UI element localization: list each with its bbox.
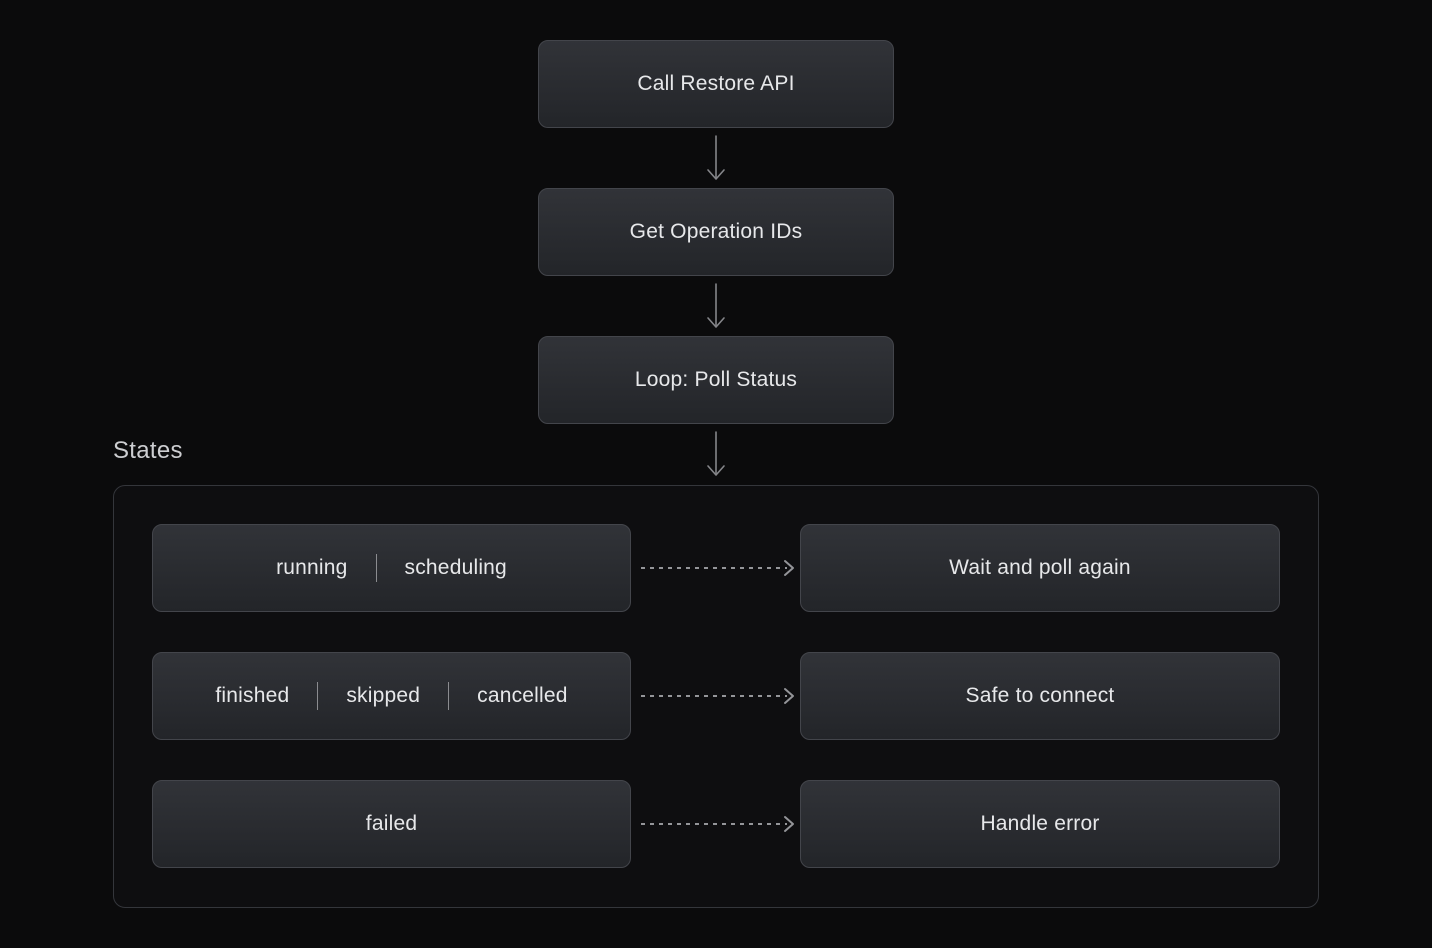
state-separator — [317, 682, 319, 710]
state-box-running-scheduling: running scheduling — [152, 524, 631, 612]
state-box-failed: failed — [152, 780, 631, 868]
flow-step-get-operation-ids: Get Operation IDs — [538, 188, 894, 276]
action-box-wait-and-poll-again: Wait and poll again — [800, 524, 1280, 612]
state-label: failed — [365, 812, 418, 835]
state-label: running — [276, 556, 348, 579]
action-label: Handle error — [980, 812, 1100, 835]
state-label: scheduling — [404, 556, 507, 579]
dashed-right-arrow-icon — [641, 816, 794, 832]
down-arrow-icon — [707, 283, 725, 328]
states-section-title: States — [113, 437, 183, 464]
flow-step-loop-poll-status: Loop: Poll Status — [538, 336, 894, 424]
flow-step-label: Get Operation IDs — [629, 220, 803, 243]
state-separator — [375, 554, 377, 582]
action-label: Safe to connect — [965, 684, 1115, 707]
action-box-handle-error: Handle error — [800, 780, 1280, 868]
action-box-safe-to-connect: Safe to connect — [800, 652, 1280, 740]
dashed-right-arrow-icon — [641, 560, 794, 576]
action-label: Wait and poll again — [949, 556, 1131, 579]
dashed-right-arrow-icon — [641, 688, 794, 704]
flow-step-call-restore-api: Call Restore API — [538, 40, 894, 128]
state-label: skipped — [346, 684, 421, 707]
state-label: cancelled — [477, 684, 568, 707]
state-box-finished-skipped-cancelled: finished skipped cancelled — [152, 652, 631, 740]
state-separator — [448, 682, 450, 710]
state-label: finished — [215, 684, 290, 707]
flow-step-label: Loop: Poll Status — [634, 368, 798, 391]
down-arrow-icon — [707, 431, 725, 476]
down-arrow-icon — [707, 135, 725, 180]
flow-step-label: Call Restore API — [637, 72, 795, 95]
